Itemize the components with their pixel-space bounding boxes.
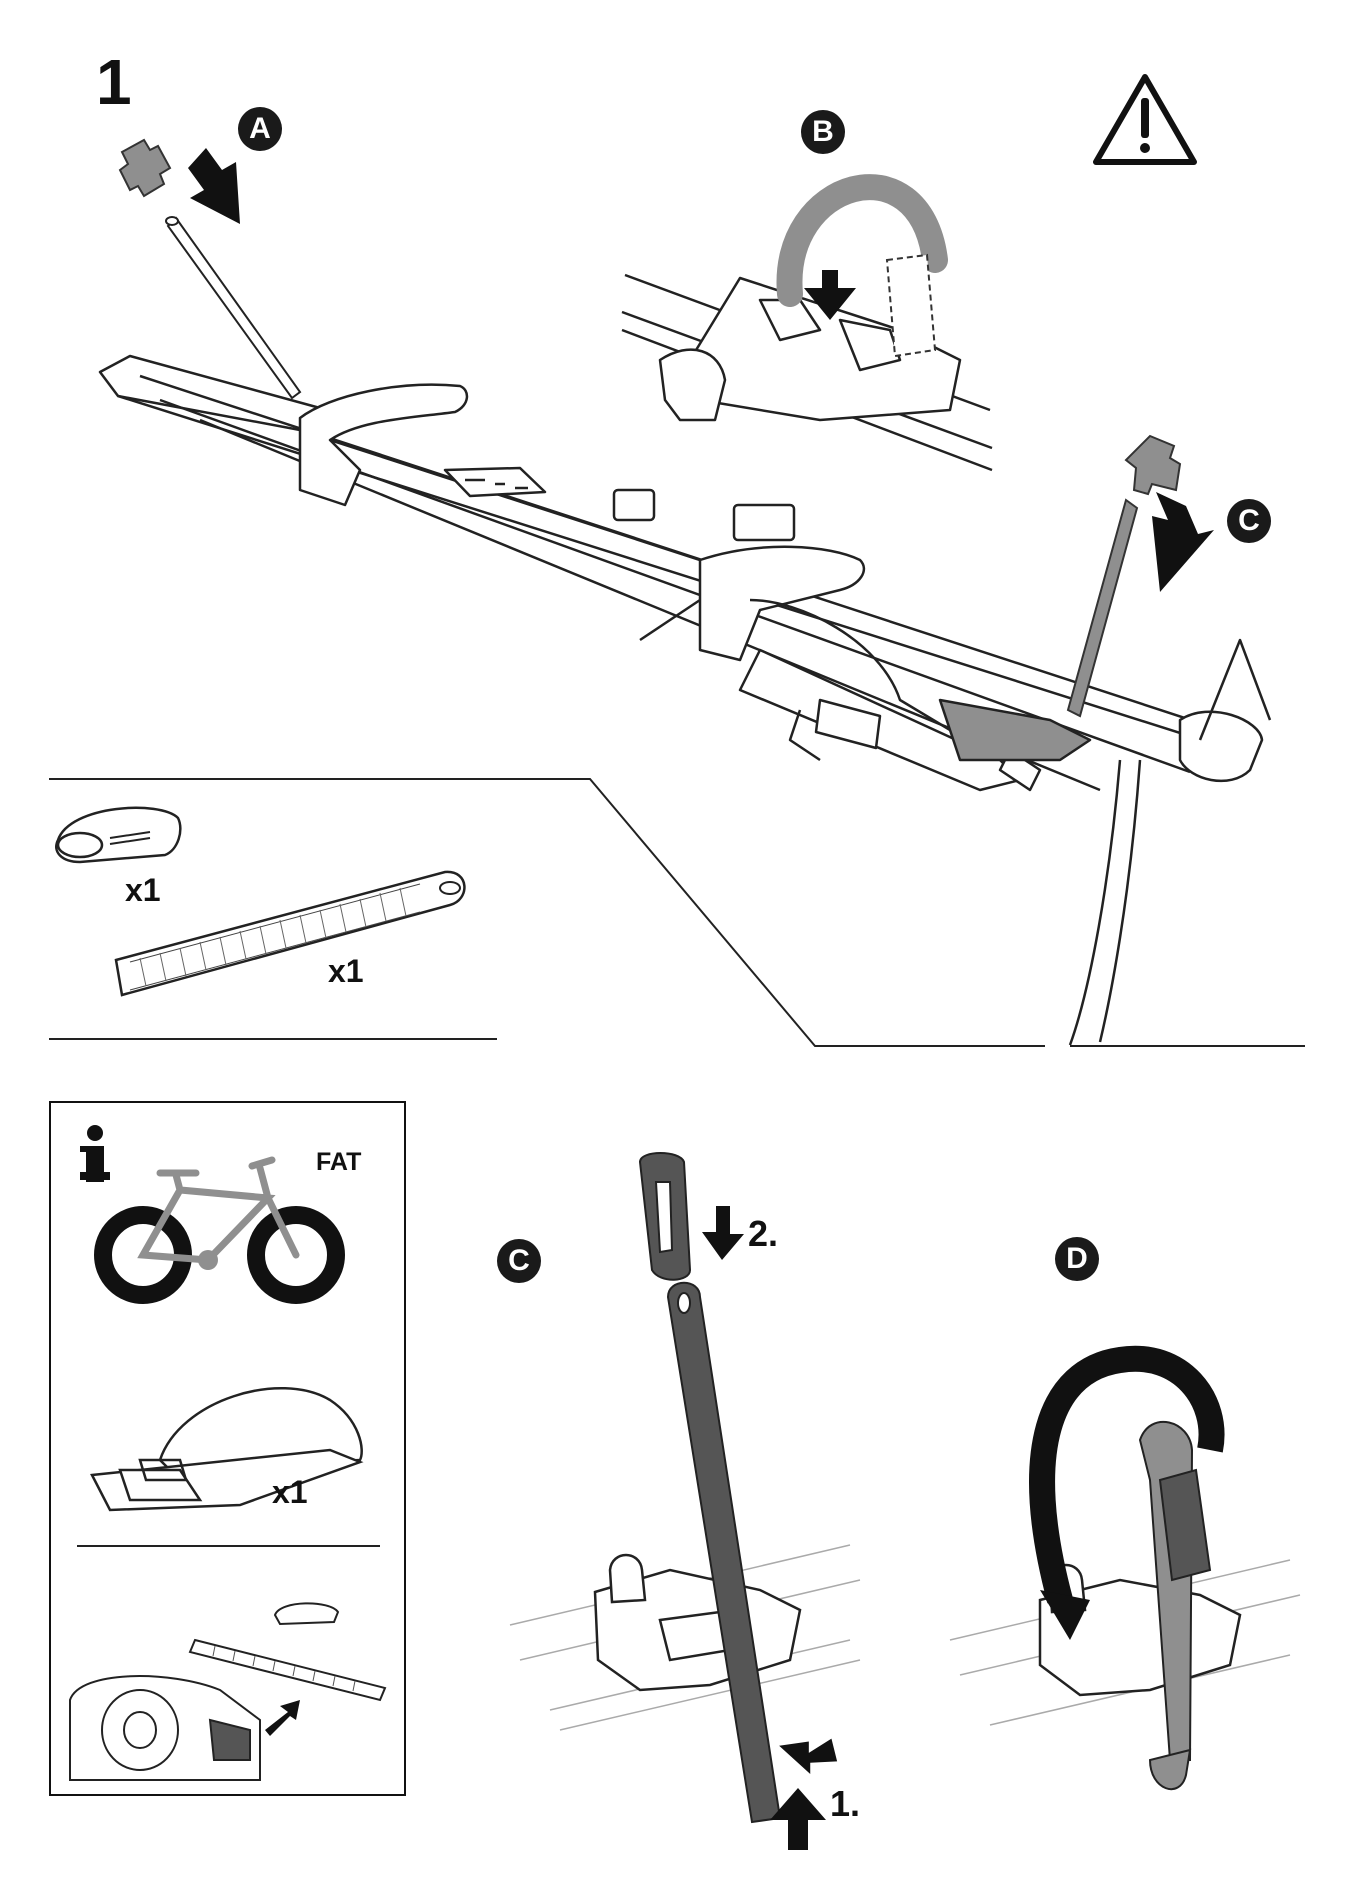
- wheel-pad-icon: [90, 1387, 364, 1512]
- label-c-top: C: [1227, 499, 1271, 543]
- spacer-c-bottom: [638, 1152, 692, 1281]
- substep-1-label: 1.: [830, 1783, 861, 1824]
- loop-arrow-icon: [1029, 1345, 1225, 1604]
- clamp-d: [949, 1559, 1301, 1726]
- warning-icon: [1093, 74, 1197, 165]
- label-a: A: [238, 107, 282, 151]
- clamp-c-bottom: [509, 1544, 861, 1731]
- callout-lines: [49, 778, 1305, 1047]
- arrow-down-icon-b: [804, 270, 856, 320]
- spacer-quantity: x1: [125, 872, 161, 908]
- arrow-down-icon-c: [1152, 492, 1214, 592]
- label-c-bottom: C: [497, 1239, 541, 1283]
- arrow-icon-insert: [779, 1738, 838, 1775]
- spacer-part: [55, 806, 182, 864]
- strap-quantity: x1: [328, 953, 364, 989]
- strap-d: [1138, 1421, 1212, 1791]
- arrow-up-icon-step1: [770, 1788, 826, 1850]
- bike-rack-main: [98, 354, 1272, 1046]
- arrow-down-icon-a: [188, 148, 240, 224]
- gray-strap-c: [1066, 498, 1139, 718]
- detail-b: [621, 273, 993, 472]
- fat-label: FAT: [316, 1148, 362, 1176]
- info-icon: [80, 1125, 110, 1182]
- spacer-block-a: [118, 138, 172, 198]
- gray-strap-b: [776, 174, 948, 307]
- strap-c-bottom: [666, 1281, 782, 1824]
- step-number: 1: [96, 46, 132, 118]
- info-panel: [49, 1101, 406, 1796]
- car-trunk-storage: [69, 1602, 387, 1781]
- label-d: D: [1055, 1237, 1099, 1281]
- strap-part: [114, 870, 466, 997]
- pad-quantity: x1: [272, 1474, 308, 1510]
- arrow-down-icon-step2: [702, 1206, 744, 1260]
- label-b: B: [801, 110, 845, 154]
- spacer-block-c: [1124, 434, 1182, 496]
- substep-2-label: 2.: [748, 1213, 779, 1254]
- loop-arrowhead-icon: [1040, 1590, 1090, 1640]
- arrow-icon-storage: [265, 1700, 300, 1736]
- fat-bike-icon: [94, 1156, 345, 1304]
- spacer-outline-b: [885, 253, 937, 358]
